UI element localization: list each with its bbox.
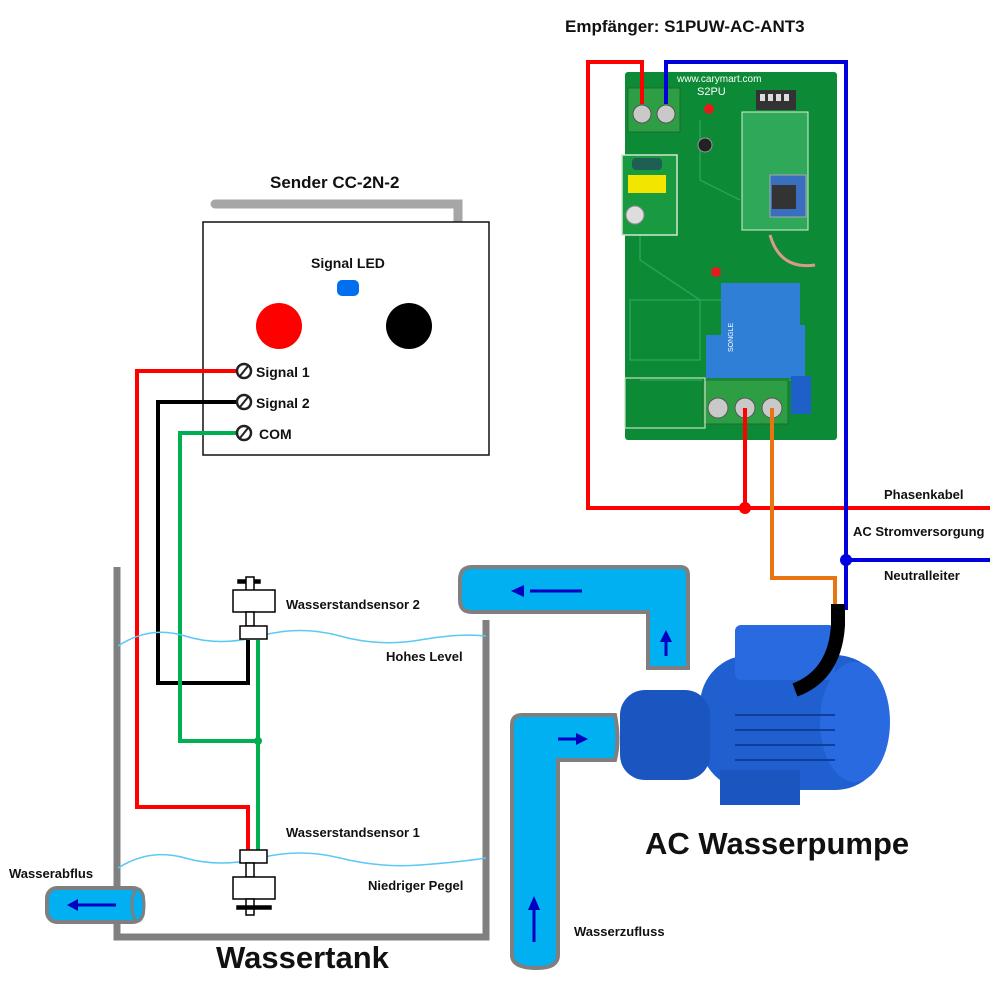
high-level-label: Hohes Level: [386, 649, 463, 664]
inlet-pipe: [510, 713, 620, 971]
pump[interactable]: [620, 625, 890, 805]
water-level-sensor-1: [232, 849, 276, 916]
signal-led-icon: [337, 280, 359, 296]
terminal-signal-2: Signal 2: [256, 395, 310, 411]
arrow-up-icon: [528, 896, 540, 910]
small-blue-terminal: [791, 376, 811, 414]
arrow-left-icon: [511, 585, 524, 597]
input-terminal-block: [627, 87, 681, 133]
transmitter: [202, 199, 490, 456]
transformer: [628, 175, 666, 193]
phase-wire: [586, 60, 990, 510]
power-wires: [586, 60, 990, 610]
transmitter-box: [202, 221, 490, 456]
arrow-up-icon: [660, 630, 672, 642]
arrow-right-icon: [576, 733, 588, 745]
terminal-screws: [235, 362, 253, 442]
pump-power-cable: [792, 604, 845, 697]
screw-icon: [235, 393, 253, 411]
water-level-sensor-2: [232, 576, 276, 640]
signal2-wire: [156, 400, 250, 685]
drain-label: Wasserabflus: [9, 866, 94, 881]
signal1-wire: [135, 369, 250, 852]
pcb-model: S2PU: [697, 86, 726, 98]
screw-icon: [235, 424, 253, 442]
low-water-line: [117, 852, 487, 869]
high-water-line: [117, 629, 487, 647]
led1: [711, 267, 721, 277]
signal-led-label: Signal LED: [311, 255, 385, 271]
black-button[interactable]: [386, 303, 432, 349]
switched-wire: [770, 408, 837, 610]
sensor-2-label: Wasserstandsensor 2: [286, 597, 420, 612]
sensor-wires: [135, 369, 260, 852]
antenna: [210, 199, 463, 227]
relay-brand: SONGLE: [728, 322, 735, 352]
receiver-board: [621, 72, 837, 440]
supply-label: AC Stromversorgung: [853, 524, 985, 539]
terminal-com: COM: [259, 426, 292, 442]
phase-junction: [739, 502, 751, 514]
low-level-label: Niedriger Pegel: [368, 878, 464, 893]
pcb-url: www.carymart.com: [677, 74, 762, 85]
power-led: [704, 104, 714, 114]
relay: [706, 283, 805, 378]
terminal-signal-1: Signal 1: [256, 364, 310, 380]
drain-pipe: [45, 886, 146, 924]
arrow-left-head: [67, 899, 78, 911]
screw-icon: [235, 362, 253, 380]
transmitter-title: Sender CC-2N-2: [270, 173, 400, 192]
neutral-junction: [840, 554, 852, 566]
red-button[interactable]: [256, 303, 302, 349]
com-junction: [254, 737, 262, 745]
com-wire: [178, 431, 258, 743]
receiver-title: Empfänger: S1PUW-AC-ANT3: [565, 17, 805, 36]
antenna-wire: [768, 234, 816, 268]
neutral-label: Neutralleiter: [884, 568, 960, 583]
sensor-1-label: Wasserstandsensor 1: [286, 825, 420, 840]
tank-title: Wassertank: [216, 940, 389, 975]
water-tank: [113, 567, 490, 941]
phase-label: Phasenkabel: [884, 487, 964, 502]
neutral-wire: [664, 60, 848, 610]
outlet-pipe: [458, 565, 690, 670]
pump-title: AC Wasserpumpe: [645, 826, 910, 861]
inflow-label: Wasserzufluss: [574, 924, 665, 939]
